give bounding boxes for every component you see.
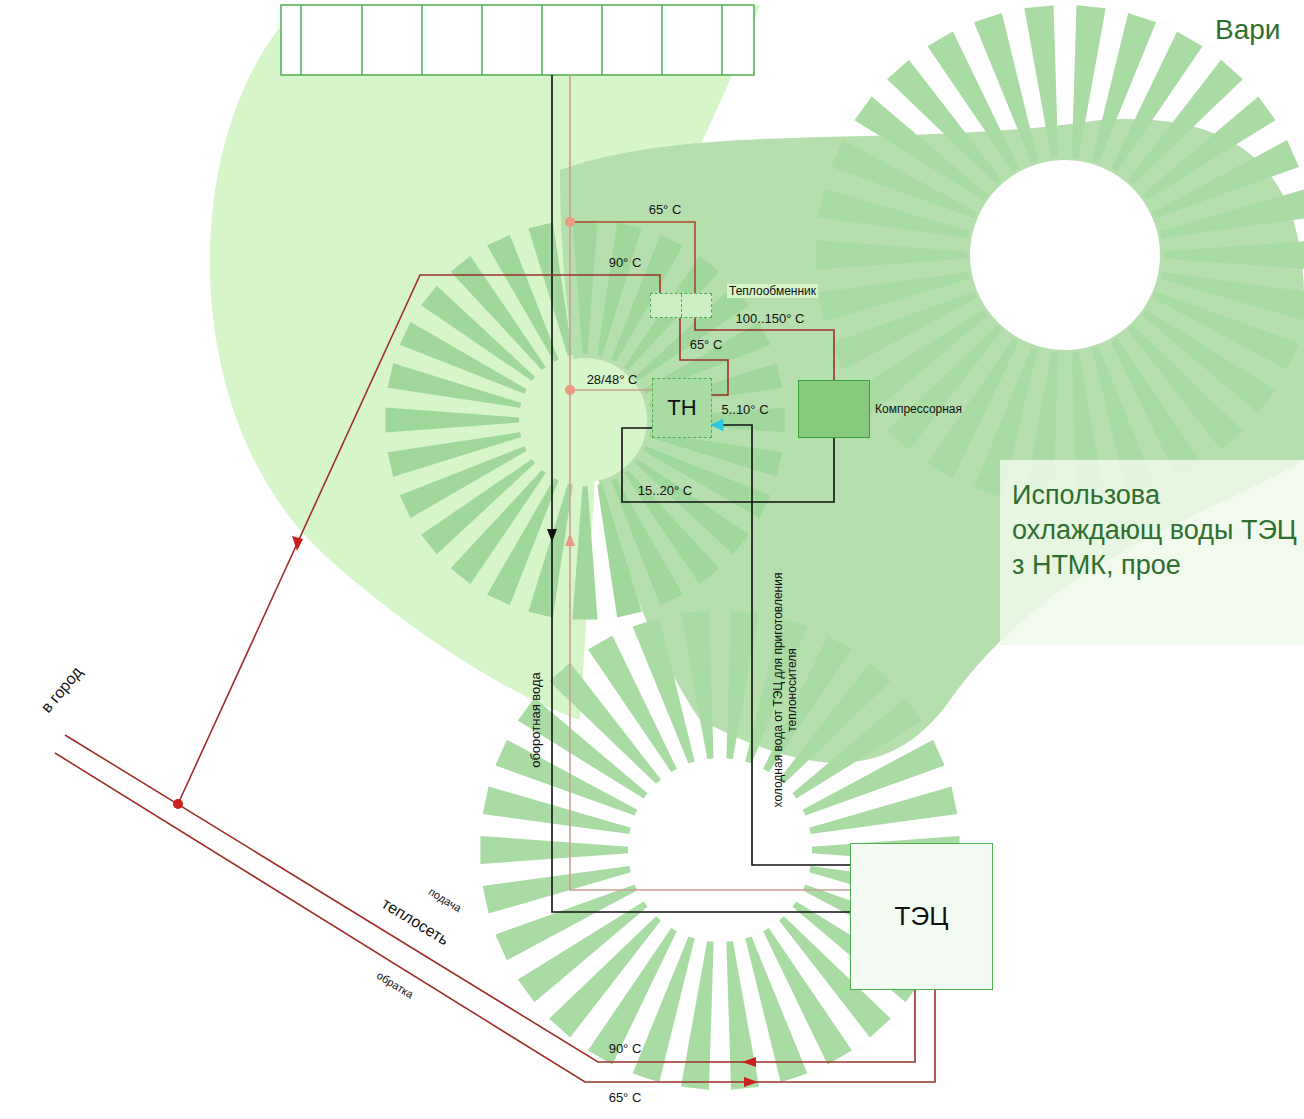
ray	[1024, 5, 1058, 158]
temperature-label: обратка	[374, 969, 415, 1001]
ray	[815, 240, 967, 269]
exchanger-divider	[681, 294, 682, 317]
ray	[597, 484, 641, 618]
ray	[649, 432, 783, 476]
connector-label: холодная вода от ТЭЦ для приготовления т…	[772, 540, 800, 840]
slide-title: Вари	[1215, 14, 1280, 46]
ray	[633, 618, 695, 764]
ray	[974, 13, 1038, 163]
building-block	[281, 5, 754, 75]
connector-label: 100..150° C	[736, 312, 805, 327]
power-plant-box: ТЭЦ	[850, 843, 993, 990]
ray	[681, 610, 714, 759]
node-label: Теплообменник	[727, 284, 818, 298]
connector-label: 15..20° C	[638, 484, 692, 499]
ray	[572, 486, 597, 620]
dark-leaf	[560, 119, 1304, 763]
ray	[818, 272, 970, 321]
connector-label: 65° C	[690, 338, 723, 353]
connector	[712, 425, 850, 865]
burst-center	[970, 160, 1160, 350]
heat-exchanger: Теплообменник	[650, 293, 712, 318]
temperature-label: оборотная вода	[529, 672, 544, 768]
ray	[1160, 189, 1304, 238]
slide-caption: Использова охлаждающ воды ТЭЦ з НТМК, пр…	[1012, 478, 1300, 583]
temperature-label: 65° C	[649, 203, 682, 218]
ray	[385, 407, 519, 432]
temperature-label: 90° C	[609, 1042, 642, 1057]
ray	[1160, 272, 1304, 321]
ray	[1163, 240, 1304, 269]
compressor-box: Компрессорная	[798, 380, 870, 438]
temperature-label: подача	[426, 885, 463, 915]
ray	[726, 941, 759, 1090]
heat-pump-box: ТН	[652, 378, 712, 438]
ray	[809, 786, 957, 834]
ray	[483, 786, 631, 834]
sunburst-rays	[385, 5, 1304, 1089]
temperature-label: в город	[38, 663, 87, 716]
ray	[528, 223, 572, 357]
ray	[528, 484, 572, 618]
ray	[388, 432, 522, 476]
ray	[1092, 13, 1156, 163]
ray	[597, 223, 641, 357]
temperature-label: 28/48° C	[587, 373, 638, 388]
temperature-label: 5..10° C	[721, 403, 768, 418]
ray	[388, 363, 522, 407]
flow-symbols	[173, 217, 758, 1087]
node-label: Компрессорная	[875, 402, 962, 416]
ray	[572, 220, 597, 354]
connector	[622, 428, 834, 502]
caption-panel	[1000, 460, 1304, 645]
temperature-label: 65° C	[609, 1091, 642, 1106]
temperature-label: 90° C	[609, 256, 642, 271]
ray	[480, 836, 628, 864]
node-label: ТН	[667, 395, 696, 421]
node-label: ТЭЦ	[895, 901, 949, 932]
pipelines	[55, 75, 935, 1082]
burst-center	[523, 358, 647, 482]
